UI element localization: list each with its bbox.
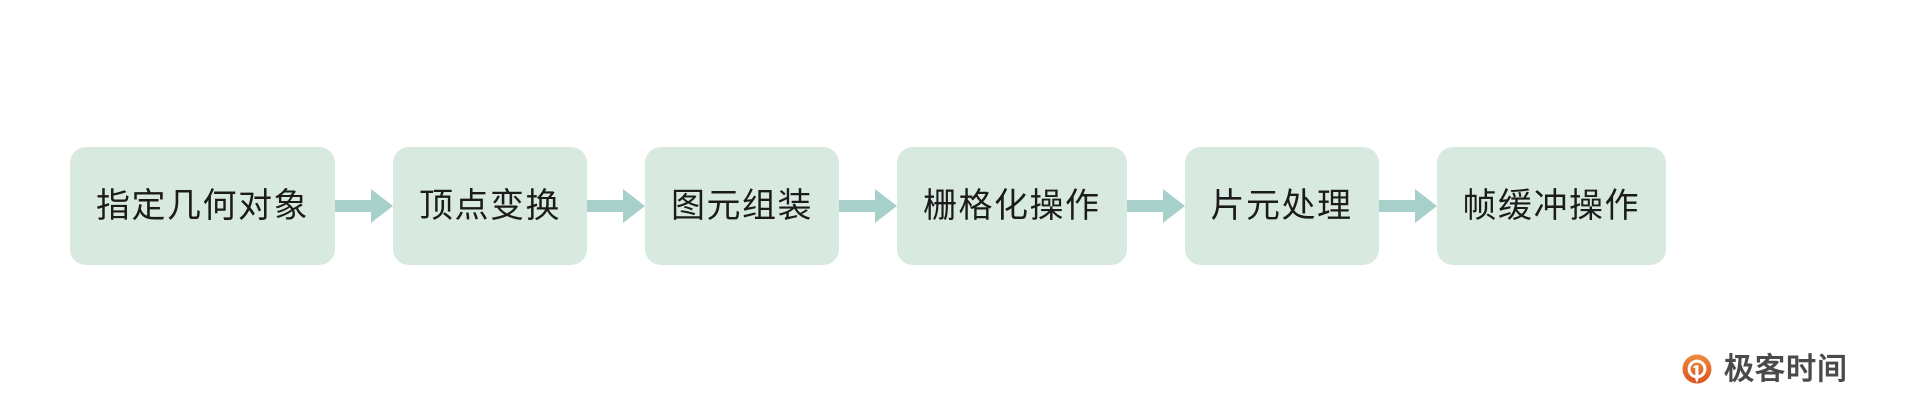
arrow-right-icon xyxy=(335,189,393,223)
flow-node-framebuffer-operation[interactable]: 帧缓冲操作 xyxy=(1436,147,1666,265)
geektime-logo-icon xyxy=(1679,352,1715,388)
flow-node-label: 片元处理 xyxy=(1210,187,1353,225)
flow-node-fragment-processing[interactable]: 片元处理 xyxy=(1184,147,1379,265)
flow-node-rasterization[interactable]: 栅格化操作 xyxy=(897,147,1127,265)
flow-node-label: 指定几何对象 xyxy=(96,187,309,225)
flow-node-label: 栅格化操作 xyxy=(923,187,1101,225)
flow-node-primitive-assembly[interactable]: 图元组装 xyxy=(645,147,839,265)
arrow-right-icon xyxy=(1126,189,1185,223)
flow-node-label: 顶点变换 xyxy=(419,187,561,225)
pipeline-flow-row: 指定几何对象 顶点变换 图元组装 xyxy=(70,147,1666,265)
arrow-right-icon xyxy=(587,189,645,223)
flow-node-vertex-transform[interactable]: 顶点变换 xyxy=(393,147,587,265)
flow-node-label: 图元组装 xyxy=(671,187,813,225)
brand-watermark: 极客时间 xyxy=(1679,352,1848,388)
brand-name: 极客时间 xyxy=(1724,353,1848,386)
arrow-right-icon xyxy=(1378,189,1437,223)
arrow-right-icon xyxy=(839,189,897,223)
flow-node-specify-geometry[interactable]: 指定几何对象 xyxy=(70,147,335,265)
flow-node-label: 帧缓冲操作 xyxy=(1462,187,1640,225)
